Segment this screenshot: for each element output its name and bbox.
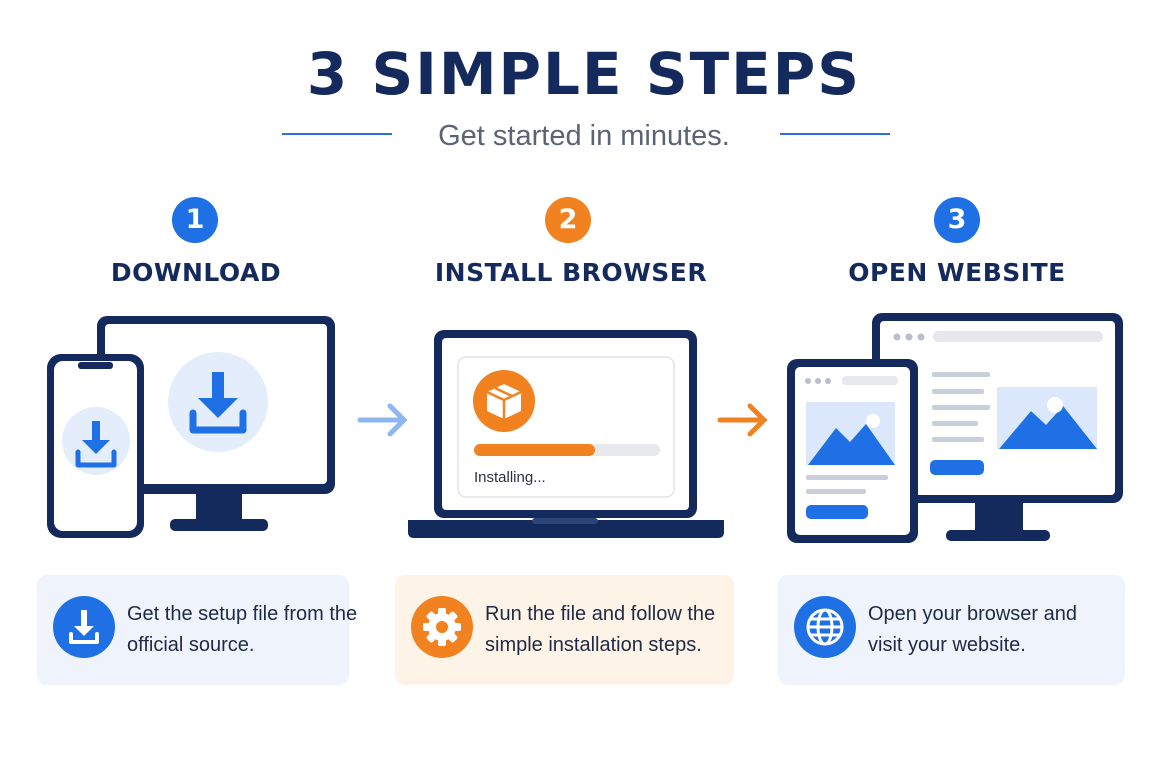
arrow-right-icon bbox=[357, 403, 408, 437]
monitor-download-icon bbox=[168, 352, 268, 452]
step-2-card: Run the file and follow the simple insta… bbox=[395, 575, 734, 685]
step-1-card: Get the setup file from the official sou… bbox=[37, 575, 357, 685]
globe-icon bbox=[794, 596, 856, 658]
image-placeholder-icon bbox=[997, 387, 1097, 449]
download-icon bbox=[53, 596, 115, 658]
package-icon bbox=[473, 370, 535, 432]
step-2-title: INSTALL BROWSER bbox=[434, 258, 708, 287]
phone-download-icon bbox=[62, 407, 130, 475]
install-status-text: Installing... bbox=[474, 469, 546, 486]
step-1-description: Get the setup file from the official sou… bbox=[127, 603, 358, 656]
step-3-card: Open your browser and visit your website… bbox=[778, 575, 1125, 685]
page-title: 3 SIMPLE STEPS bbox=[306, 40, 862, 108]
arrow-right-icon bbox=[717, 403, 768, 437]
step-2-badge: 2 bbox=[545, 197, 591, 243]
gear-icon bbox=[411, 596, 473, 658]
install-progress-bar bbox=[474, 444, 660, 456]
step-1-title: DOWNLOAD bbox=[110, 258, 282, 287]
page-subtitle: Get started in minutes. bbox=[438, 120, 730, 152]
subtitle-rule-left bbox=[282, 133, 392, 135]
step-3-description: Open your browser and visit your website… bbox=[868, 603, 1078, 656]
step-3-badge: 3 bbox=[934, 197, 980, 243]
image-placeholder-icon bbox=[806, 402, 895, 465]
step-3-title: OPEN WEBSITE bbox=[848, 258, 1066, 287]
step-2-description: Run the file and follow the simple insta… bbox=[485, 603, 716, 656]
subtitle-rule-right bbox=[780, 133, 890, 135]
step-1-badge: 1 bbox=[172, 197, 218, 243]
